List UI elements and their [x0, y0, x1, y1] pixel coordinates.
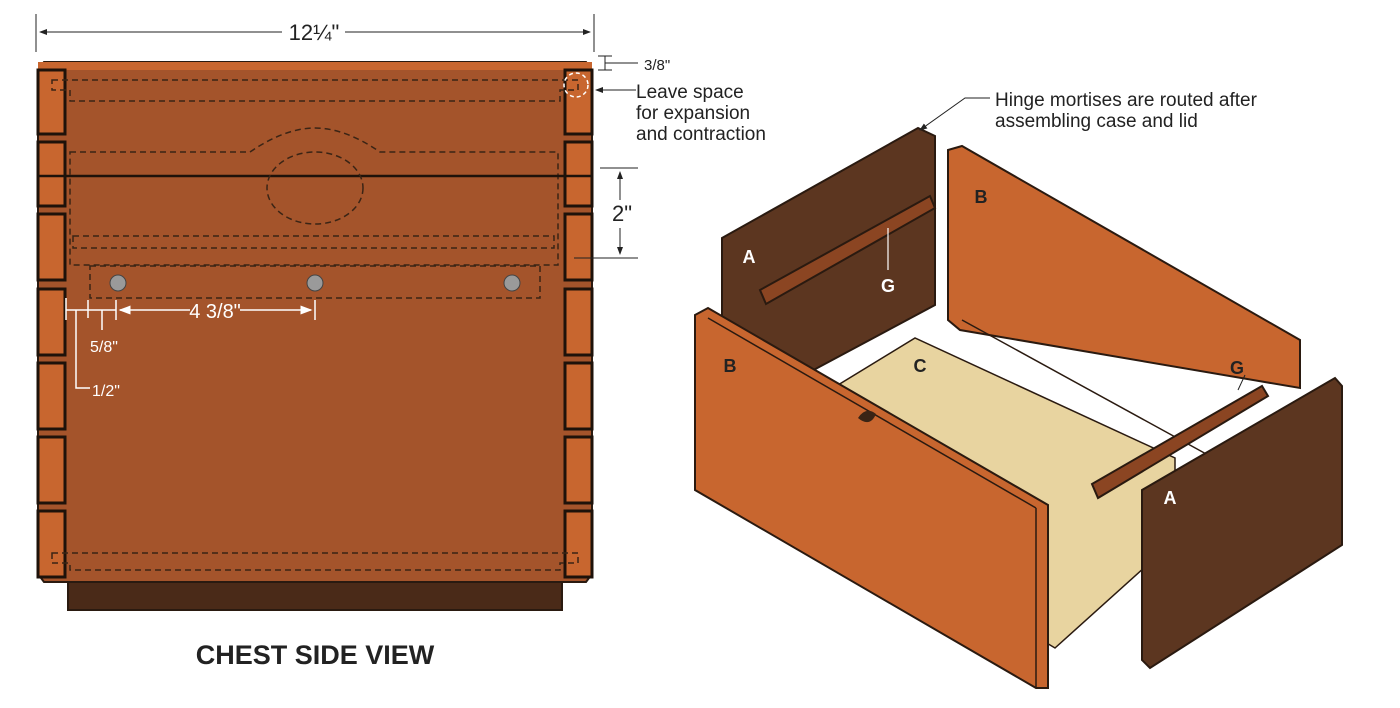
dim-tray-height: 2" [612, 201, 632, 226]
label-b-front: B [724, 356, 737, 376]
dim-top-offset: 3/8" [644, 57, 670, 74]
expansion-gap-marker [563, 72, 589, 98]
chest-side-view: 12¼" 3/8" Leave space for expansion and … [35, 14, 766, 670]
hand-hole [266, 151, 364, 225]
left-finger-joints [36, 68, 67, 579]
right-finger-joints [563, 68, 594, 579]
hinge-note-2: assembling case and lid [995, 111, 1198, 132]
exploded-view: A B B C G G A Hinge mortises are routed … [694, 90, 1343, 689]
view-title: CHEST SIDE VIEW [196, 640, 435, 670]
label-g-back: G [881, 276, 895, 296]
hinge-note-1: Hinge mortises are routed after [995, 90, 1258, 111]
bottom-cleat [51, 552, 579, 571]
tray-outline [69, 127, 559, 266]
front-side-b [694, 306, 1049, 689]
screw-icon [306, 274, 324, 292]
back-right-side-b [947, 144, 1301, 390]
top-cleat [51, 79, 579, 102]
chest-side-panel [37, 61, 593, 583]
expansion-note-2: for expansion [636, 103, 750, 124]
front-rail-g [1090, 384, 1270, 500]
dim-screw-spacing: 4 3/8" [189, 301, 241, 323]
dim-overall-width: 12¼" [289, 20, 340, 45]
chest-base [67, 577, 563, 611]
label-a-front: A [1164, 488, 1177, 508]
expansion-note-3: and contraction [636, 124, 766, 145]
label-b-back: B [975, 187, 988, 207]
expansion-note-1: Leave space [636, 82, 744, 103]
front-right-end-a [1141, 376, 1343, 670]
dim-edge-inset: 1/2" [92, 383, 120, 400]
screw-strip [89, 265, 541, 299]
dim-screw-inset: 5/8" [90, 339, 118, 356]
finger-pull [858, 410, 876, 423]
label-a-back: A [743, 247, 756, 267]
label-c-bottom: C [914, 356, 927, 376]
screw-icon [503, 274, 521, 292]
tray-cleat [72, 235, 555, 249]
screws [109, 274, 521, 292]
label-g-front: G [1230, 358, 1244, 378]
screw-icon [109, 274, 127, 292]
back-rail-g [758, 194, 937, 306]
